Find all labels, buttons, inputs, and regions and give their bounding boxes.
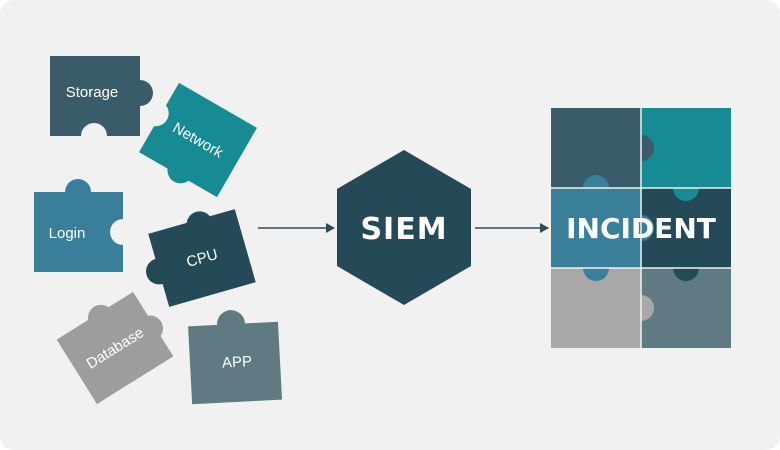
database-puzzle-piece: Database	[56, 291, 174, 405]
incident-puzzle: INCIDENT	[551, 108, 731, 348]
storage-puzzle-piece: Storage	[50, 56, 153, 136]
incident-piece-top-left	[551, 108, 641, 188]
network-piece-shape	[139, 82, 257, 198]
cpu-puzzle-piece: CPU	[146, 209, 256, 307]
incident-piece-middle-left	[551, 188, 641, 268]
network-puzzle-piece: Network	[139, 82, 257, 198]
siem-hexagon: SIEM	[337, 150, 471, 305]
incident-piece-bottom-left	[551, 268, 641, 348]
incident-piece-top-right	[641, 108, 731, 188]
login-label: Login	[49, 225, 86, 242]
storage-piece-shape	[50, 56, 153, 136]
app-puzzle-piece: APP	[188, 310, 283, 405]
siem-hexagon-shape	[337, 150, 471, 305]
incident-label: INCIDENT	[566, 212, 716, 245]
login-piece-shape	[34, 179, 123, 272]
incident-seams	[551, 108, 731, 348]
database-piece-shape	[56, 291, 174, 405]
app-piece-shape	[188, 310, 283, 405]
incident-piece-middle-right	[641, 188, 731, 268]
app-label: APP	[222, 353, 253, 372]
storage-label: Storage	[66, 84, 119, 101]
cpu-piece-shape	[146, 209, 256, 307]
siem-label: SIEM	[360, 212, 447, 247]
incident-piece-bottom-right	[641, 268, 731, 348]
login-puzzle-piece: Login	[34, 179, 123, 272]
